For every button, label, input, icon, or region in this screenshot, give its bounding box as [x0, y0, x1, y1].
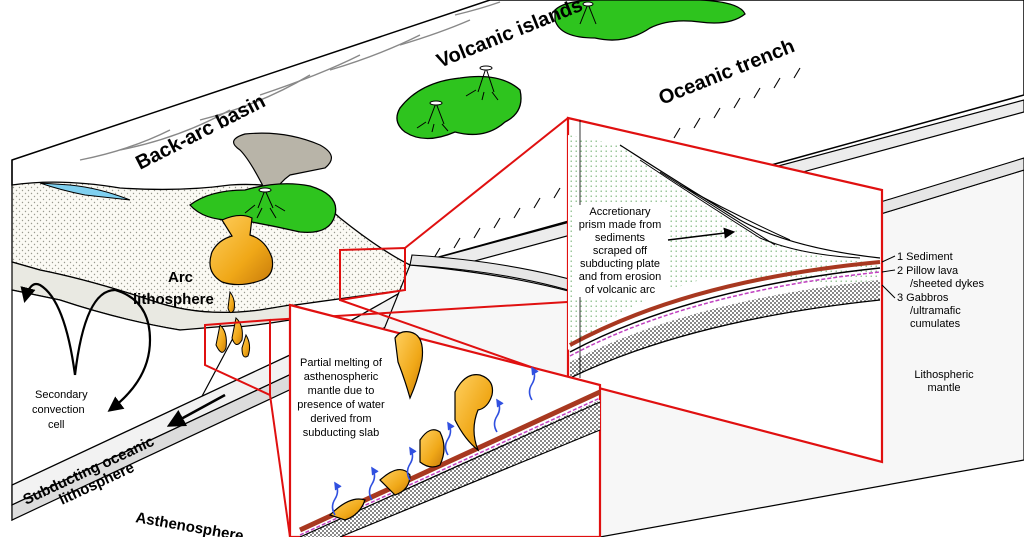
zoom-box-trench: [339, 246, 406, 302]
svg-text:subducting plate: subducting plate: [580, 258, 660, 270]
svg-text:Accretionary: Accretionary: [589, 206, 651, 218]
svg-text:subducting slab: subducting slab: [303, 427, 379, 439]
magma-chamber: [209, 214, 274, 286]
label-arc: Arc: [168, 269, 193, 286]
layer-pointers: [881, 255, 896, 299]
melt-blobs: [328, 331, 494, 521]
layer-legend: 1 Sediment 2 Pillow lava /sheeted dykes …: [897, 251, 984, 330]
svg-text:scraped off: scraped off: [593, 245, 648, 257]
svg-text:of volcanic arc: of volcanic arc: [585, 284, 656, 296]
svg-text:presence of water: presence of water: [297, 399, 385, 411]
convection-arrow: [73, 288, 152, 412]
convection-arrow: [20, 282, 77, 376]
svg-text:prism made from: prism made from: [579, 219, 662, 231]
svg-text:3 Gabbros: 3 Gabbros: [897, 292, 949, 304]
svg-text:asthenospheric: asthenospheric: [304, 371, 379, 383]
magma-diapir: [241, 333, 251, 358]
svg-text:/ultramafic: /ultramafic: [910, 305, 961, 317]
accretion-text: Accretionary prism made from sediments s…: [579, 206, 662, 296]
svg-text:sediments: sediments: [595, 232, 646, 244]
magma-diapir: [227, 290, 235, 314]
svg-text:1 Sediment: 1 Sediment: [897, 251, 953, 263]
svg-text:derived from: derived from: [310, 413, 371, 425]
svg-text:/sheeted dykes: /sheeted dykes: [910, 278, 984, 290]
back-arc-water: [39, 182, 131, 201]
svg-text:Partial melting of: Partial melting of: [300, 357, 383, 369]
label-convection-1: Secondary: [35, 389, 88, 401]
prism-pointer-arrow: [667, 227, 736, 241]
label-lithosphere: lithosphere: [133, 291, 214, 308]
volcano-icon: [244, 187, 286, 219]
slab-right-top: [409, 157, 1024, 301]
volcanic-island: [554, 0, 746, 41]
magma-diapir: [215, 324, 227, 353]
zoom-line: [404, 117, 569, 249]
label-convection-3: cell: [48, 419, 65, 431]
volcano-icon: [579, 1, 597, 25]
label-lithospheric-mantle-2: mantle: [927, 382, 960, 394]
inset-partial-melting: [288, 303, 602, 537]
melting-text: Partial melting of asthenospheric mantle…: [297, 357, 385, 439]
subduction-arrow: [166, 393, 226, 427]
zoom-line: [269, 394, 291, 537]
svg-text:mantle due to: mantle due to: [308, 385, 375, 397]
ash-plume: [233, 132, 332, 196]
label-asthenosphere: Asthenosphere: [134, 509, 244, 537]
volcano-icon: [416, 65, 499, 133]
label-lithospheric-mantle-1: Lithospheric: [914, 369, 974, 381]
sea-floor-streaks: [79, 1, 501, 161]
label-convection-2: convection: [32, 404, 85, 416]
accretion-label-box: [572, 205, 668, 297]
svg-text:2 Pillow lava: 2 Pillow lava: [897, 265, 959, 277]
svg-text:cumulates: cumulates: [910, 318, 961, 330]
svg-text:and from erosion: and from erosion: [579, 271, 662, 283]
upward-water-arrow-icon: [331, 366, 539, 516]
